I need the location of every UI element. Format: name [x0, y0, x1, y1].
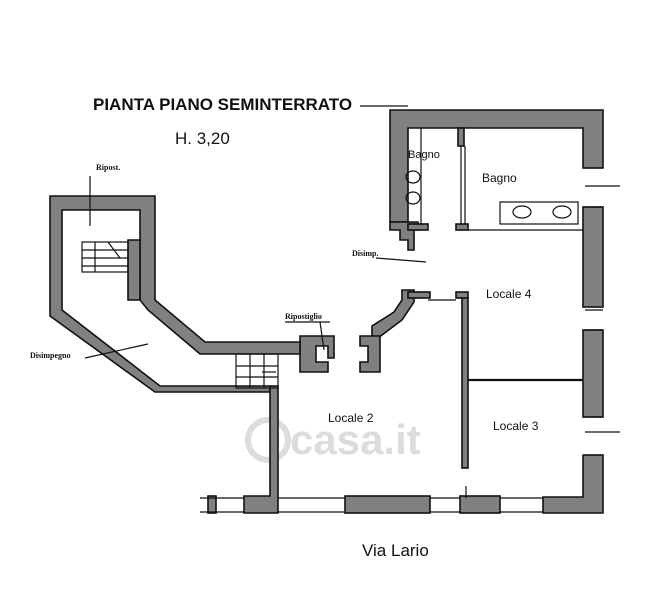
callout-ripost: Ripost.	[96, 163, 120, 172]
watermark: casa.it	[245, 416, 421, 463]
toilet-icon	[405, 170, 421, 184]
partitions	[200, 128, 620, 513]
watermark-logo-icon	[245, 417, 291, 463]
sink-icon	[552, 205, 572, 219]
staircase-lower	[235, 353, 279, 389]
wall-locale4-stub	[407, 291, 431, 299]
sink-counter	[499, 201, 579, 225]
callout-ripostiglio-leader	[319, 321, 325, 351]
wall-locale4-left	[461, 297, 469, 469]
callout-ripostiglio: Ripostiglio	[285, 312, 322, 321]
room-label-bagno-small: Bagno	[408, 149, 440, 161]
sink-icon	[512, 205, 532, 219]
wall-ripostiglio	[299, 335, 335, 373]
street-label: Via Lario	[362, 541, 429, 560]
callout-disimp: Disimp.	[352, 249, 378, 258]
wall-left-wing	[49, 195, 301, 393]
wall-top-right	[389, 109, 604, 223]
wall-right-lower	[582, 329, 604, 418]
bidet-icon	[405, 191, 421, 205]
wall-locale4-stub-right	[455, 291, 469, 299]
height-label: H. 3,20	[175, 129, 230, 148]
fixtures	[405, 170, 572, 219]
callout-disimp-leader	[375, 257, 427, 263]
wall-bottom-left-stub	[207, 495, 217, 514]
plan-title: PIANTA PIANO SEMINTERRATO	[93, 95, 352, 114]
wall-partition-stub	[455, 223, 469, 231]
room-label-locale-2: Locale 2	[328, 411, 374, 425]
room-label-locale-4: Locale 4	[486, 287, 532, 301]
wall-bottom-mid-right	[459, 495, 501, 514]
wall-right-mid	[582, 206, 604, 308]
wall-partition-top	[457, 127, 465, 147]
wall-bottom-mid	[344, 495, 431, 514]
watermark-text: casa.it	[290, 416, 421, 463]
staircase-upper	[81, 241, 129, 273]
wall-stair-inner	[127, 239, 141, 301]
wall-bagno-stub	[407, 223, 429, 231]
room-label-locale-3: Locale 3	[493, 419, 539, 433]
wall-ripostiglio-right	[359, 335, 381, 373]
callout-disimpegno: Disimpegno	[30, 351, 70, 360]
callout-disimpegno-leader	[84, 343, 149, 359]
wall-bottom-right-corner	[542, 454, 604, 514]
room-label-bagno-large: Bagno	[482, 171, 517, 185]
